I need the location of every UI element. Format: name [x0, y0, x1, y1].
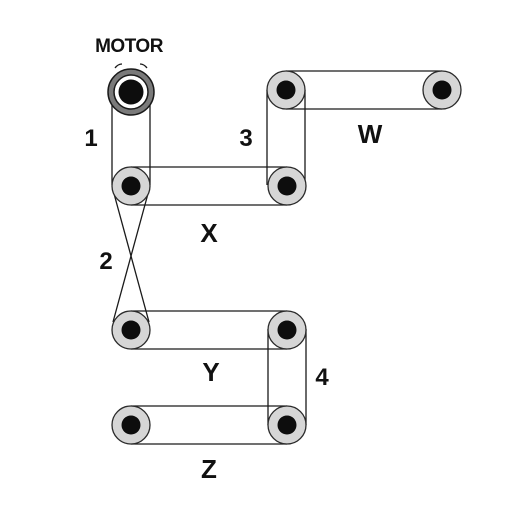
- pulley-y-left: [111, 310, 151, 350]
- belt-4-label: 4: [315, 364, 329, 391]
- shaft-z-label: Z: [201, 454, 217, 484]
- pulley-x-left: [111, 166, 151, 206]
- belt-1-label: 1: [84, 125, 97, 152]
- belts: [111, 70, 442, 445]
- pulley-z-left: [111, 405, 151, 445]
- shaft-w-label: W: [358, 119, 383, 149]
- pulley-x-right: [267, 166, 307, 206]
- belt-2-cross-strand-b: [112, 189, 150, 323]
- motor-pulley: [107, 63, 155, 116]
- labels: MOTOR 1 2 3 4 W X Y Z: [84, 36, 382, 484]
- pulley-w-right: [422, 70, 462, 110]
- pulleys: [111, 70, 462, 445]
- motor-label: MOTOR: [95, 36, 164, 57]
- belt-2-label: 2: [99, 248, 112, 275]
- shaft-y-label: Y: [202, 357, 219, 387]
- shaft-x-label: X: [200, 218, 218, 248]
- pulley-y-right: [267, 310, 307, 350]
- belt-3-label: 3: [239, 125, 252, 152]
- pulley-z-right: [267, 405, 307, 445]
- pulley-w-left: [266, 70, 306, 110]
